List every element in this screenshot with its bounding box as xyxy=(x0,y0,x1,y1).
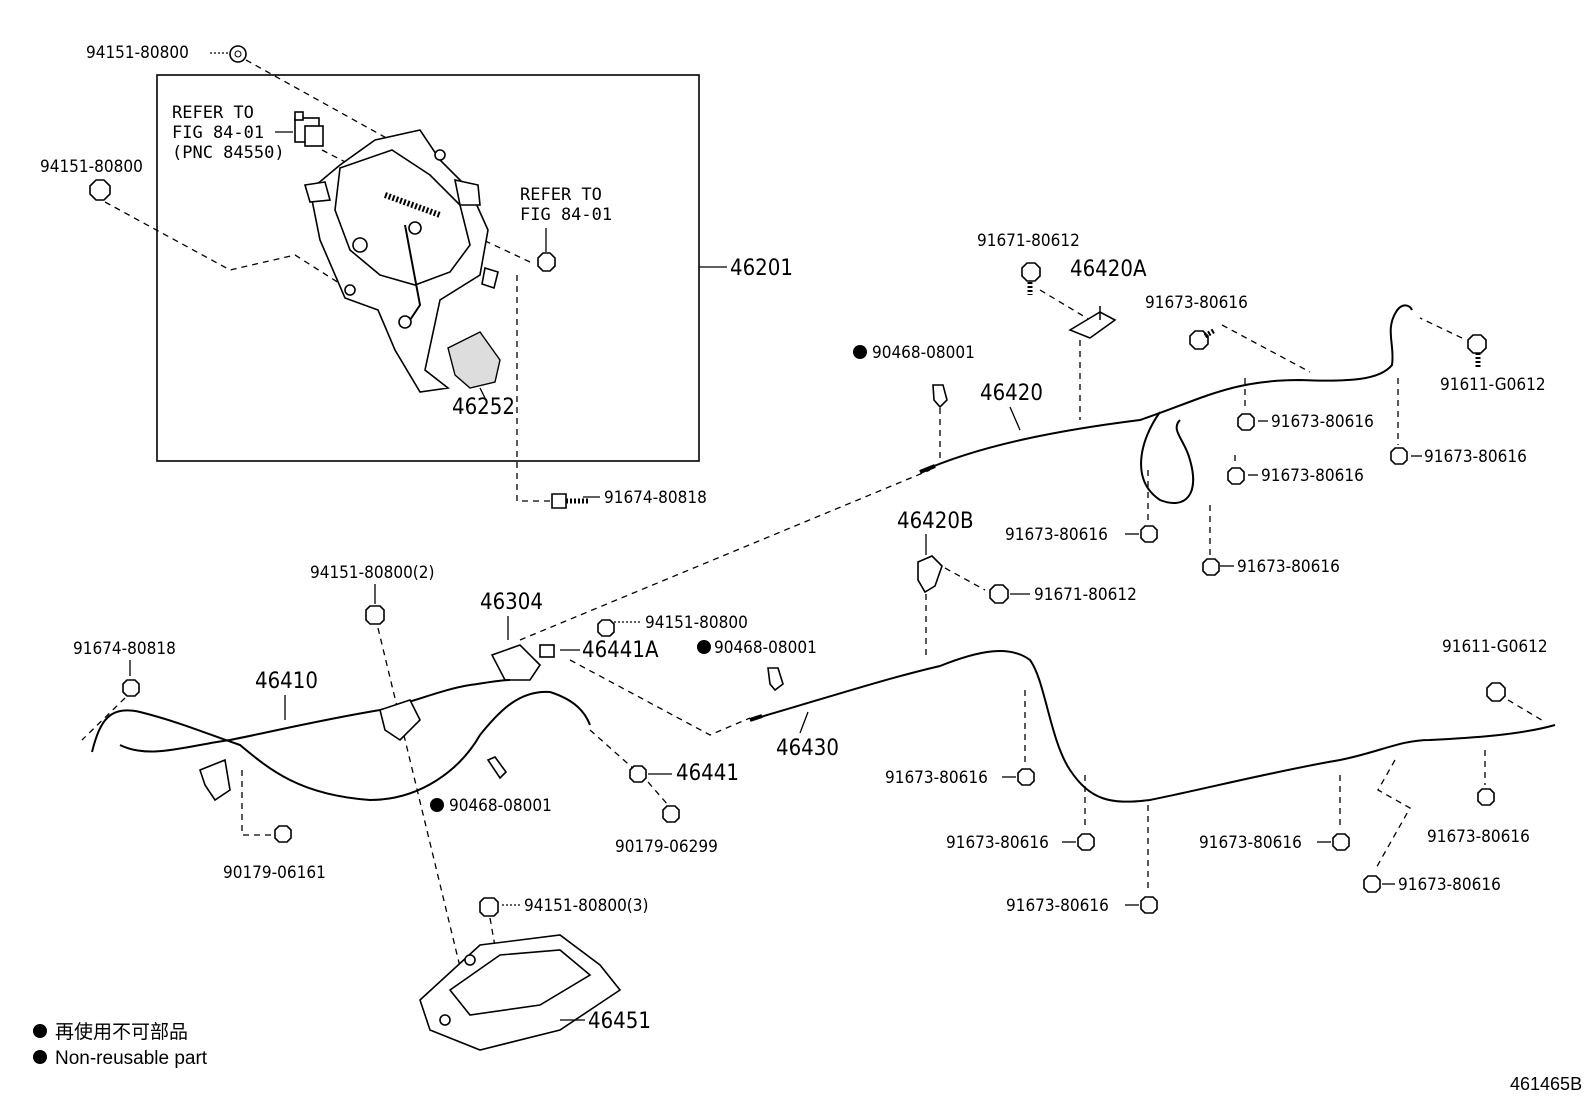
bolt-91673-2-icon xyxy=(1237,413,1255,431)
label-91673-3: 91673-80616 xyxy=(1424,447,1527,467)
bolt-91671-b-icon xyxy=(989,584,1009,604)
label-90468-c: 90468-08001 xyxy=(449,796,552,816)
label-46201: 46201 xyxy=(730,256,793,281)
label-91673-12: 91673-80616 xyxy=(1398,875,1501,895)
bolt-91673-7-icon xyxy=(1017,768,1035,786)
cover-46451-icon xyxy=(419,934,622,1051)
label-91673-1: 91673-80616 xyxy=(1145,293,1248,313)
label-46420B: 46420B xyxy=(897,509,974,534)
label-46304: 46304 xyxy=(480,590,543,615)
cable-46420-loop xyxy=(1140,411,1195,505)
nut-90179-06299-icon xyxy=(662,805,680,823)
nonreusable-dot-c xyxy=(430,798,444,812)
grommet-46441-icon xyxy=(629,765,647,783)
bolt-91673-6-icon xyxy=(1202,558,1220,576)
label-94151-2: 94151-80800(2) xyxy=(310,563,434,583)
figure-code: 461465B xyxy=(1510,1074,1582,1094)
bolt-91611-b-icon xyxy=(1486,682,1506,702)
cable-46430 xyxy=(749,650,1556,803)
cable-46410-a xyxy=(91,690,591,802)
bracket-46410-icon xyxy=(199,699,421,802)
bolt-91673-9-icon xyxy=(1140,896,1158,914)
equalizer-46304-icon xyxy=(490,644,555,681)
label-91674-b: 91674-80818 xyxy=(73,639,176,659)
bolt-91673-12-icon xyxy=(1363,875,1381,893)
label-46441A: 46441A xyxy=(582,638,659,663)
legend-dot-en xyxy=(33,1050,47,1064)
label-90179-06299: 90179-06299 xyxy=(615,837,718,857)
label-91673-7: 91673-80616 xyxy=(885,768,988,788)
label-91673-9: 91673-80616 xyxy=(1006,896,1109,916)
clip-90468-b-icon xyxy=(767,667,784,692)
label-46420A: 46420A xyxy=(1070,257,1147,282)
label-90468-a: 90468-08001 xyxy=(872,343,975,363)
bolt-91671-top-icon xyxy=(1021,262,1041,295)
bolt-refer-icon xyxy=(537,252,556,272)
pedal-pad-icon xyxy=(447,331,501,389)
legend-text-en: Non-reusable part xyxy=(55,1048,208,1069)
label-nut-top: 94151-80800 xyxy=(86,43,189,63)
label-91673-10: 91673-80616 xyxy=(1199,833,1302,853)
label-94151-m: 94151-80800 xyxy=(645,613,748,633)
nut-94151-m-icon xyxy=(597,619,615,637)
bolt-91673-11-icon xyxy=(1477,788,1495,806)
label-91673-2: 91673-80616 xyxy=(1271,412,1374,432)
refer-text-1-line3: (PNC 84550) xyxy=(172,143,285,163)
clip-90468-a-icon xyxy=(932,384,948,409)
bolt-91673-4-icon xyxy=(1227,467,1245,485)
nut-94151-2-icon xyxy=(365,605,385,625)
label-46451: 46451 xyxy=(588,1009,651,1034)
nut-90179-06161-icon xyxy=(274,825,292,843)
bracket-46420B-icon xyxy=(917,555,943,594)
refer-text-1-line2: FIG 84-01 xyxy=(172,123,264,143)
refer-text-2-line2: FIG 84-01 xyxy=(520,205,612,225)
label-94151-3: 94151-80800(3) xyxy=(524,896,648,916)
label-46430: 46430 xyxy=(776,736,839,761)
bracket-46420A-icon xyxy=(1068,306,1117,339)
bolt-91673-3-icon xyxy=(1390,447,1408,465)
nut-top-icon xyxy=(229,45,247,63)
label-46252: 46252 xyxy=(452,395,515,420)
sensor-icon xyxy=(294,111,324,147)
label-91611-a: 91611-G0612 xyxy=(1440,375,1546,395)
bolt-91673-5-icon xyxy=(1140,525,1158,543)
cable-46410-b xyxy=(119,679,511,753)
label-90179-06161: 90179-06161 xyxy=(223,863,326,883)
label-91671-top: 91671-80612 xyxy=(977,231,1080,251)
clip-90468-c-icon xyxy=(486,756,508,780)
assembly-frame xyxy=(156,74,700,462)
nonreusable-dot-a xyxy=(853,345,867,359)
label-91673-5: 91673-80616 xyxy=(1005,525,1108,545)
refer-text-1-line1: REFER TO xyxy=(172,103,254,123)
parking-brake-pedal-assembly xyxy=(303,129,499,393)
label-46410: 46410 xyxy=(255,669,318,694)
label-91671-b: 91671-80612 xyxy=(1034,585,1137,605)
cable-46420 xyxy=(919,304,1413,473)
label-46441: 46441 xyxy=(676,761,739,786)
label-nut-left: 94151-80800 xyxy=(40,157,143,177)
label-91674-top: 91674-80818 xyxy=(604,488,707,508)
bolt-91673-8-icon xyxy=(1077,833,1095,851)
bolt-91674-top-icon xyxy=(551,493,590,509)
legend-text-jp: 再使用不可部品 xyxy=(55,1021,188,1043)
label-90468-b: 90468-08001 xyxy=(714,638,817,658)
label-91673-11: 91673-80616 xyxy=(1427,827,1530,847)
bolt-91673-10-icon xyxy=(1332,833,1350,851)
label-46420: 46420 xyxy=(980,381,1043,406)
label-91673-6: 91673-80616 xyxy=(1237,557,1340,577)
nut-94151-3-icon xyxy=(479,897,499,917)
label-91673-4: 91673-80616 xyxy=(1261,466,1364,486)
label-91611-b: 91611-G0612 xyxy=(1442,637,1548,657)
nut-left-icon xyxy=(89,179,111,201)
label-91673-8: 91673-80616 xyxy=(946,833,1049,853)
bolt-91673-1-icon xyxy=(1189,327,1217,350)
legend-dot-jp xyxy=(33,1024,47,1038)
bolt-91611-a-icon xyxy=(1467,334,1487,368)
bolt-91674-b-icon xyxy=(122,679,140,697)
nonreusable-dot-b xyxy=(697,640,711,654)
refer-text-2-line1: REFER TO xyxy=(520,185,602,205)
